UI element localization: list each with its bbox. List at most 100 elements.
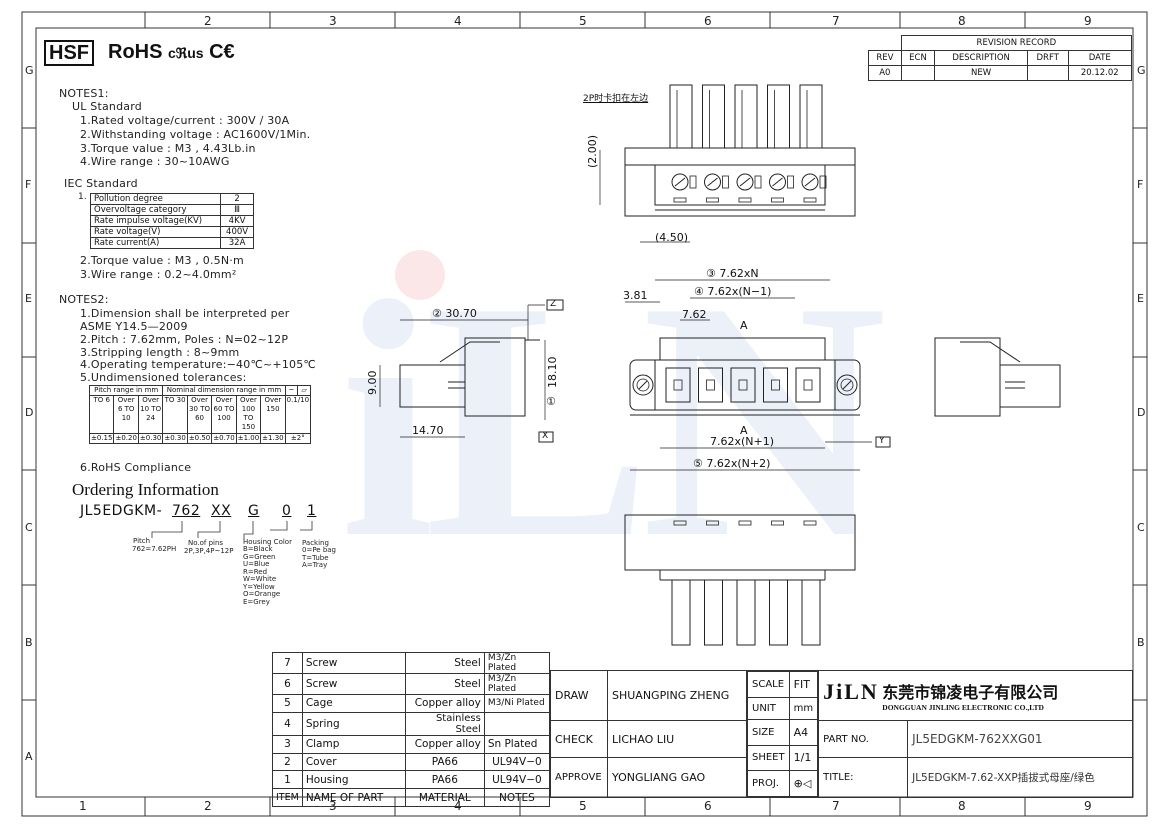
section-a-top: A xyxy=(740,319,748,332)
row-d-left: D xyxy=(25,406,34,419)
drawing-title: JL5EDGKM-7.62-XXP插拔式母座/绿色 xyxy=(907,757,1133,798)
bom-material: PA66 xyxy=(404,752,485,772)
col-2-bottom: 2 xyxy=(204,799,212,813)
tol-value: ±0.30 xyxy=(162,433,188,444)
wire-entry xyxy=(698,367,723,403)
contact-window xyxy=(787,175,794,189)
contact-slot xyxy=(738,197,752,203)
bom-item: 7 xyxy=(272,652,303,674)
order-pitch-code: 762 xyxy=(172,503,201,519)
check-name: LICHAO LIU xyxy=(607,720,747,758)
bom-material: Steel xyxy=(404,652,485,674)
bottom-pin xyxy=(704,579,723,646)
company-name-en: DONGGUAN JINLING ELECTRONIC CO.,LTD xyxy=(882,703,1044,713)
col-3-top: 3 xyxy=(329,14,337,28)
packing-option: A=Tray xyxy=(302,561,328,569)
scale-value: FIT xyxy=(788,671,819,698)
bom-item: 1 xyxy=(272,770,303,790)
dim-7-62n-1: ④ 7.62x(N−1) xyxy=(694,285,772,298)
color-option: O=Orange xyxy=(243,590,281,598)
wire-entry-inner xyxy=(673,379,683,391)
notes2-rohs: 6.RoHS Compliance xyxy=(80,461,192,474)
sheet-label: SHEET xyxy=(747,744,790,772)
rohs-logo: RoHS cℜus C€ xyxy=(108,40,235,65)
bom-material: Steel xyxy=(404,673,485,695)
notes2-item-1b: ASME Y14.5—2009 xyxy=(80,320,188,333)
packing-option: T=Tube xyxy=(302,553,329,562)
rev-value: A0 xyxy=(868,65,902,81)
notes2-item-5: 5.Undimensioned tolerances: xyxy=(80,371,247,384)
tol-angle: ±2° xyxy=(284,433,312,444)
top-pin xyxy=(702,84,725,149)
screw-slot xyxy=(804,177,816,187)
row-a-left: A xyxy=(25,750,33,763)
contact-slot xyxy=(803,197,817,203)
wire-entry-inner xyxy=(738,379,748,391)
notes2-title: NOTES2: xyxy=(59,293,109,306)
screw-slot xyxy=(772,177,783,187)
dim-4-50: (4.50) xyxy=(655,231,689,244)
screw-head xyxy=(801,173,819,191)
row-c-left: C xyxy=(25,521,33,534)
bottom-slot xyxy=(803,520,817,526)
contact-window xyxy=(689,175,697,189)
ul-item-3: 3.Torque value : M3 , 4.43Lb.in xyxy=(80,142,256,155)
watermark: iLN xyxy=(340,231,887,608)
bom-name: Clamp xyxy=(301,734,406,754)
contact-slot xyxy=(673,197,687,203)
row-c-right: C xyxy=(1137,521,1145,534)
bom-table: 7 Screw Steel M3/Zn Plated 6 Screw Steel… xyxy=(272,652,551,807)
dim-7-62n+1: 7.62x(N+1) xyxy=(710,435,775,448)
ul-item-4: 4.Wire range : 30~10AWG xyxy=(80,155,230,168)
bottom-slot xyxy=(738,520,752,526)
unit-label: UNIT xyxy=(747,696,790,720)
row-f-right: F xyxy=(1137,178,1144,191)
col-5-bottom: 5 xyxy=(579,799,587,813)
tol-value: ±0.30 xyxy=(137,433,164,444)
rohs-text: RoHS xyxy=(108,41,163,63)
dim-18-10: 18.10 xyxy=(546,356,559,389)
top-pin xyxy=(734,84,758,149)
wire-entry xyxy=(665,367,691,403)
col-6-bottom: 6 xyxy=(704,799,712,813)
unit-value: mm xyxy=(788,696,819,720)
col-9-bottom: 9 xyxy=(1084,799,1092,813)
screw-head xyxy=(671,173,689,191)
bom-item: 2 xyxy=(272,752,303,772)
section-a-bottom: A xyxy=(740,424,748,437)
col-2-top: 2 xyxy=(204,14,212,28)
bom-material: Stainless Steel xyxy=(404,711,485,736)
order-pins-code: XX xyxy=(211,503,232,519)
sheet-value: 1/1 xyxy=(788,744,819,772)
top-pin xyxy=(669,84,693,149)
scale-label: SCALE xyxy=(747,671,790,698)
bom-name: Cage xyxy=(301,694,406,713)
bom-notes: M3/Ni Plated xyxy=(483,694,551,713)
tol-range: TO 30 xyxy=(162,395,188,434)
col-4-top: 4 xyxy=(454,14,462,28)
revision-table: REVISION RECORD REV ECN DESCRIPTION DRFT… xyxy=(868,35,1133,81)
notes1-title: NOTES1: xyxy=(59,87,109,100)
contact-slot xyxy=(771,197,784,203)
dim-7-62n+2: ⑤ 7.62x(N+2) xyxy=(693,457,771,470)
color-option: B=Black xyxy=(243,545,273,553)
iec-item-2: 2.Torque value : M3 , 0.5N·m xyxy=(80,254,244,267)
bom-item: 4 xyxy=(272,711,303,736)
bom-notes: UL94V−0 xyxy=(483,770,551,790)
ul-item-1: 1.Rated voltage/current : 300V / 30A xyxy=(80,114,290,127)
bom-item: 3 xyxy=(272,734,303,754)
flange-screw-slot xyxy=(638,380,648,390)
col-8-top: 8 xyxy=(958,14,966,28)
tol-range: Over 60 TO 100 xyxy=(211,395,237,434)
proj-label: PROJ. xyxy=(747,770,790,797)
order-suffix-code: 1 xyxy=(307,503,317,519)
tol-range: Over 10 TO 24 xyxy=(137,395,164,434)
company-logo: JiLN xyxy=(823,678,879,704)
bottom-pin xyxy=(801,579,821,646)
bom-name: Spring xyxy=(301,711,406,736)
packing-option: 0=Pe bag xyxy=(302,546,336,554)
company-name-cn: 东莞市锦凌电子有限公司 xyxy=(882,683,1059,703)
bottom-pin xyxy=(736,579,756,646)
